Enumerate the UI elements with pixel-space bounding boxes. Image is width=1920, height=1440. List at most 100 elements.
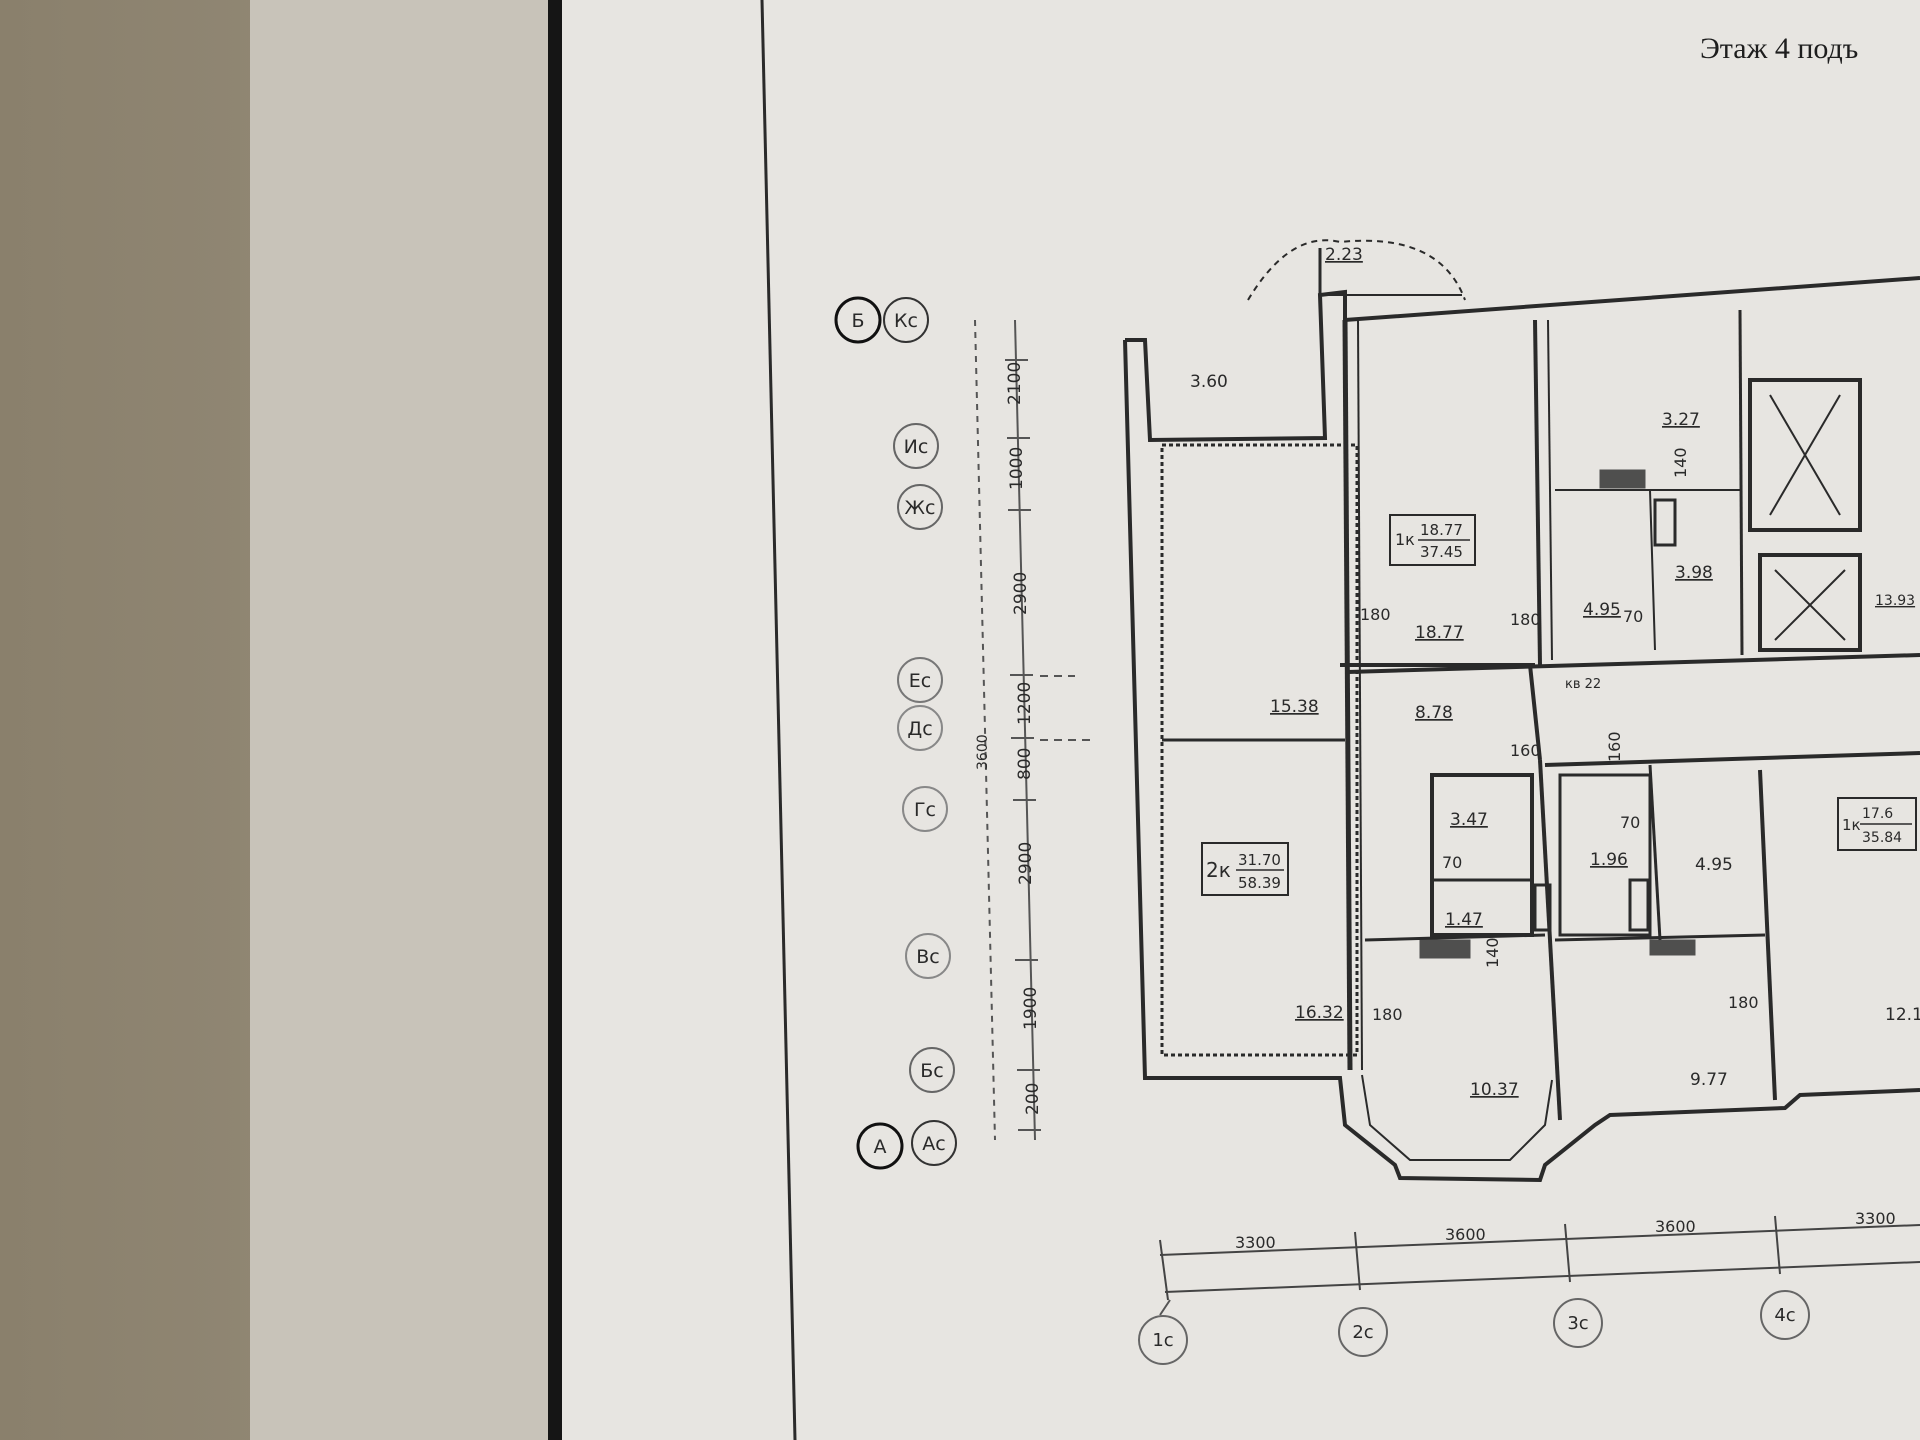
axis-bubble-vc — [905, 933, 951, 979]
apartment-box-1k-right: 1к 17.6 35.84 — [1837, 797, 1917, 851]
room-area-room-b: 9.77 — [1690, 1070, 1728, 1090]
frame-border-line — [760, 0, 797, 1440]
axis-bubble-zhc — [897, 484, 943, 530]
axis-label-ic: Ис — [904, 436, 929, 458]
axis-bubble-a — [856, 1122, 904, 1170]
axis-label-4c: 4с — [1774, 1305, 1795, 1326]
axis-label-ec: Ес — [909, 670, 931, 692]
outer-wall-north — [1125, 276, 1920, 443]
apartment-living-1k-right: 17.6 — [1862, 806, 1893, 822]
vertical-dimension-chain — [974, 319, 1090, 1141]
axis-bubble-ic — [893, 423, 939, 469]
wall-dim-140-a: 140 — [1671, 447, 1690, 478]
row-axis-markers: Б Кс Ис Жс Ес Дс Гс Вс Бс А Ас — [834, 296, 957, 1170]
dim-h-1: 3300 — [1235, 1233, 1276, 1252]
column-axis-markers: 1с 2с 3с 4с — [1138, 1290, 1810, 1365]
wall-dim-180-d: 180 — [1728, 993, 1759, 1012]
living-area-outline — [1160, 443, 1359, 1057]
dim-v-7: 1900 — [1021, 987, 1041, 1030]
dim-v-6: 2900 — [1016, 842, 1036, 885]
apartment-type-2k: 2к — [1206, 858, 1231, 882]
page-back-edge — [250, 0, 550, 1440]
apartment-total-1k: 37.45 — [1420, 543, 1463, 561]
dim-h-4: 3300 — [1855, 1209, 1896, 1228]
axis-bubble-ec — [897, 657, 943, 703]
apartment-box-1k: 1к 18.77 37.45 — [1389, 514, 1476, 566]
axis-bubble-dc — [897, 705, 943, 751]
binder-edge — [548, 0, 562, 1440]
axis-label-gc: Гс — [914, 799, 936, 821]
axis-bubble-1c — [1138, 1315, 1188, 1365]
apartment-type-1k: 1к — [1395, 530, 1415, 549]
wall-dim-180-b: 180 — [1510, 610, 1541, 629]
room-area-storage: 3.98 — [1675, 563, 1713, 583]
axis-label-zhc: Жс — [905, 497, 936, 519]
wall-dim-70-b: 70 — [1623, 607, 1643, 626]
axis-label-2c: 2с — [1352, 1322, 1373, 1343]
wall-dim-180-a: 180 — [1360, 605, 1391, 624]
room-area-loggia: 3.60 — [1190, 372, 1228, 392]
wall-dim-140-b: 140 — [1483, 937, 1502, 968]
apartment-type-1k-right: 1к — [1842, 816, 1861, 834]
axis-bubble-gc — [902, 786, 948, 832]
axis-bubble-4c — [1760, 1290, 1810, 1340]
axis-bubble-2c — [1338, 1307, 1388, 1357]
room-labels: 2.23 3.60 15.38 16.32 18.77 8.78 3.47 1.… — [1190, 245, 1920, 1100]
axis-bubble-ac — [911, 1120, 957, 1166]
balcony-top — [1247, 239, 1466, 301]
room-area-hall-top: 3.27 — [1662, 410, 1700, 430]
room-area-r2: 16.32 — [1295, 1003, 1344, 1023]
corridor-label: кв 22 — [1565, 677, 1601, 692]
dim-v-small: 3600 — [975, 734, 991, 770]
outer-wall-south — [1123, 339, 1920, 1183]
horizontal-dimension-labels: 3300 3600 3600 3300 — [1235, 1209, 1896, 1252]
axis-bubble-3c — [1553, 1298, 1603, 1348]
room-area-r1: 15.38 — [1270, 697, 1319, 717]
vertical-dimension-labels: 2100 1000 2900 1200 800 2900 1900 200 36… — [975, 362, 1043, 1115]
room-area-kitchen-2k: 10.37 — [1470, 1080, 1519, 1100]
axis-bubble-kc — [883, 297, 929, 343]
dim-v-3: 2900 — [1011, 572, 1031, 615]
axis-bubble-bc — [909, 1047, 955, 1093]
axis-label-vc: Вс — [916, 946, 939, 968]
horizontal-dimension-chain — [1159, 1215, 1920, 1301]
room-area-hall-2k: 8.78 — [1415, 703, 1453, 723]
axis-bubble-b — [834, 296, 882, 344]
room-area-right: 12.1 — [1885, 1005, 1920, 1025]
wall-dim-70-a: 70 — [1442, 853, 1462, 872]
axis-label-kc: Кс — [894, 310, 918, 332]
room-area-lift: 13.93 — [1875, 593, 1915, 609]
dim-v-1: 2100 — [1005, 362, 1025, 405]
room-area-bath-b: 1.96 — [1590, 850, 1628, 870]
room-area-bath-a: 3.47 — [1450, 810, 1488, 830]
dim-v-4: 1200 — [1015, 682, 1035, 725]
room-area-balcony-top: 2.23 — [1325, 245, 1363, 265]
axis-label-bc: Бс — [920, 1060, 943, 1082]
axis-label-b: Б — [851, 310, 864, 332]
dim-v-8: 200 — [1023, 1083, 1043, 1115]
room-area-corr-b: 4.95 — [1695, 855, 1733, 875]
sheet-title: Этаж 4 подъ — [1700, 32, 1858, 65]
apartment-living-2k: 31.70 — [1238, 851, 1281, 869]
dim-h-2: 3600 — [1445, 1225, 1486, 1244]
axis-label-a: А — [874, 1136, 887, 1158]
dim-h-3: 3600 — [1655, 1217, 1696, 1236]
apartment-total-1k-right: 35.84 — [1862, 830, 1902, 846]
apartment-living-1k: 18.77 — [1420, 521, 1463, 539]
axis-label-ac: Ас — [922, 1133, 945, 1155]
wall-dimension-labels: 180 180 180 180 160 160 140 140 70 70 70 — [1360, 447, 1759, 1024]
dim-v-5: 800 — [1015, 748, 1035, 780]
dim-v-2: 1000 — [1007, 447, 1027, 490]
building-plan — [1123, 239, 1920, 1183]
room-area-kitchen-1k: 18.77 — [1415, 623, 1464, 643]
room-area-wc-a: 1.47 — [1445, 910, 1483, 930]
axis-label-1c: 1с — [1152, 1330, 1173, 1351]
room-area-corr-top: 4.95 — [1583, 600, 1621, 620]
axis-label-dc: Дс — [907, 718, 932, 740]
wall-dim-160-a: 160 — [1510, 741, 1541, 760]
apartment-total-2k: 58.39 — [1238, 874, 1281, 892]
axis-label-3c: 3с — [1567, 1313, 1588, 1334]
wall-dim-180-c: 180 — [1372, 1005, 1403, 1024]
wall-dim-160-b: 160 — [1605, 731, 1624, 762]
